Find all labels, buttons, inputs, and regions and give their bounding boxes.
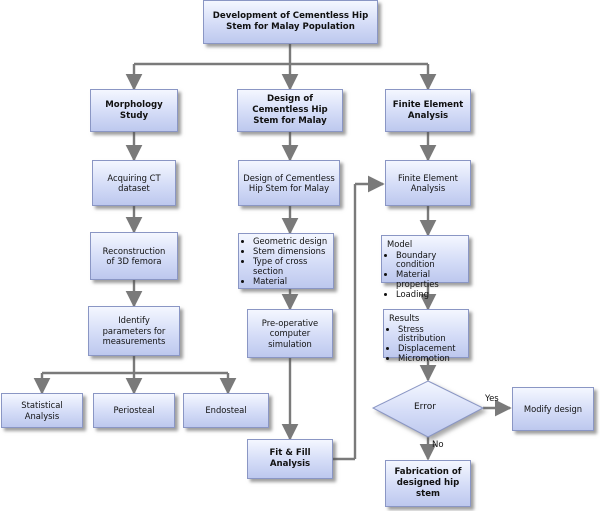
periosteal-box: Periosteal: [93, 393, 175, 428]
acquiring-ct-box: Acquiring CT dataset: [92, 160, 176, 206]
design-param-item: Geometric design: [253, 236, 328, 247]
title-box: Development of Cementless Hip Stem for M…: [203, 0, 378, 44]
design-parameters-list: Geometric design Stem dimensions Type of…: [238, 233, 334, 289]
error-decision-diamond: [371, 380, 485, 438]
design-header: Design of Cementless Hip Stem for Malay: [237, 89, 343, 132]
no-label: No: [432, 440, 444, 450]
design-step-box: Design of Cementless Hip Stem for Malay: [238, 160, 340, 206]
model-item: Loading: [396, 289, 463, 300]
reconstruction-box: Reconstruction of 3D femora: [90, 232, 178, 280]
results-item: Micromotion: [398, 353, 463, 364]
results-item: Stress distribution: [398, 324, 463, 345]
pre-operative-simulation-box: Pre-operative computer simulation: [247, 309, 333, 358]
results-heading: Results: [389, 313, 420, 323]
fea-model-box: Model Boundary condition Material proper…: [381, 235, 469, 299]
design-param-item: Type of cross section: [253, 256, 328, 277]
model-heading: Model: [387, 239, 413, 249]
fit-fill-analysis-box: Fit & Fill Analysis: [247, 439, 333, 479]
yes-label: Yes: [485, 394, 499, 404]
design-param-item: Stem dimensions: [253, 246, 328, 257]
model-item: Material properties: [396, 269, 463, 290]
fea-results-box: Results Stress distribution Displacement…: [383, 309, 469, 363]
results-item: Displacement: [398, 343, 463, 354]
fabrication-box: Fabrication of designed hip stem: [385, 460, 471, 507]
fea-step-box: Finite Element Analysis: [385, 160, 471, 206]
endosteal-box: Endosteal: [183, 393, 269, 428]
model-item: Boundary condition: [396, 250, 463, 271]
morphology-study-header: Morphology Study: [90, 89, 178, 132]
identify-parameters-box: Identify parameters for measurements: [88, 306, 180, 356]
statistical-analysis-box: Statistical Analysis: [1, 393, 83, 428]
fea-header: Finite Element Analysis: [385, 89, 471, 132]
design-param-item: Material: [253, 276, 328, 287]
modify-design-box: Modify design: [512, 387, 594, 431]
error-decision-label: Error: [414, 402, 436, 412]
